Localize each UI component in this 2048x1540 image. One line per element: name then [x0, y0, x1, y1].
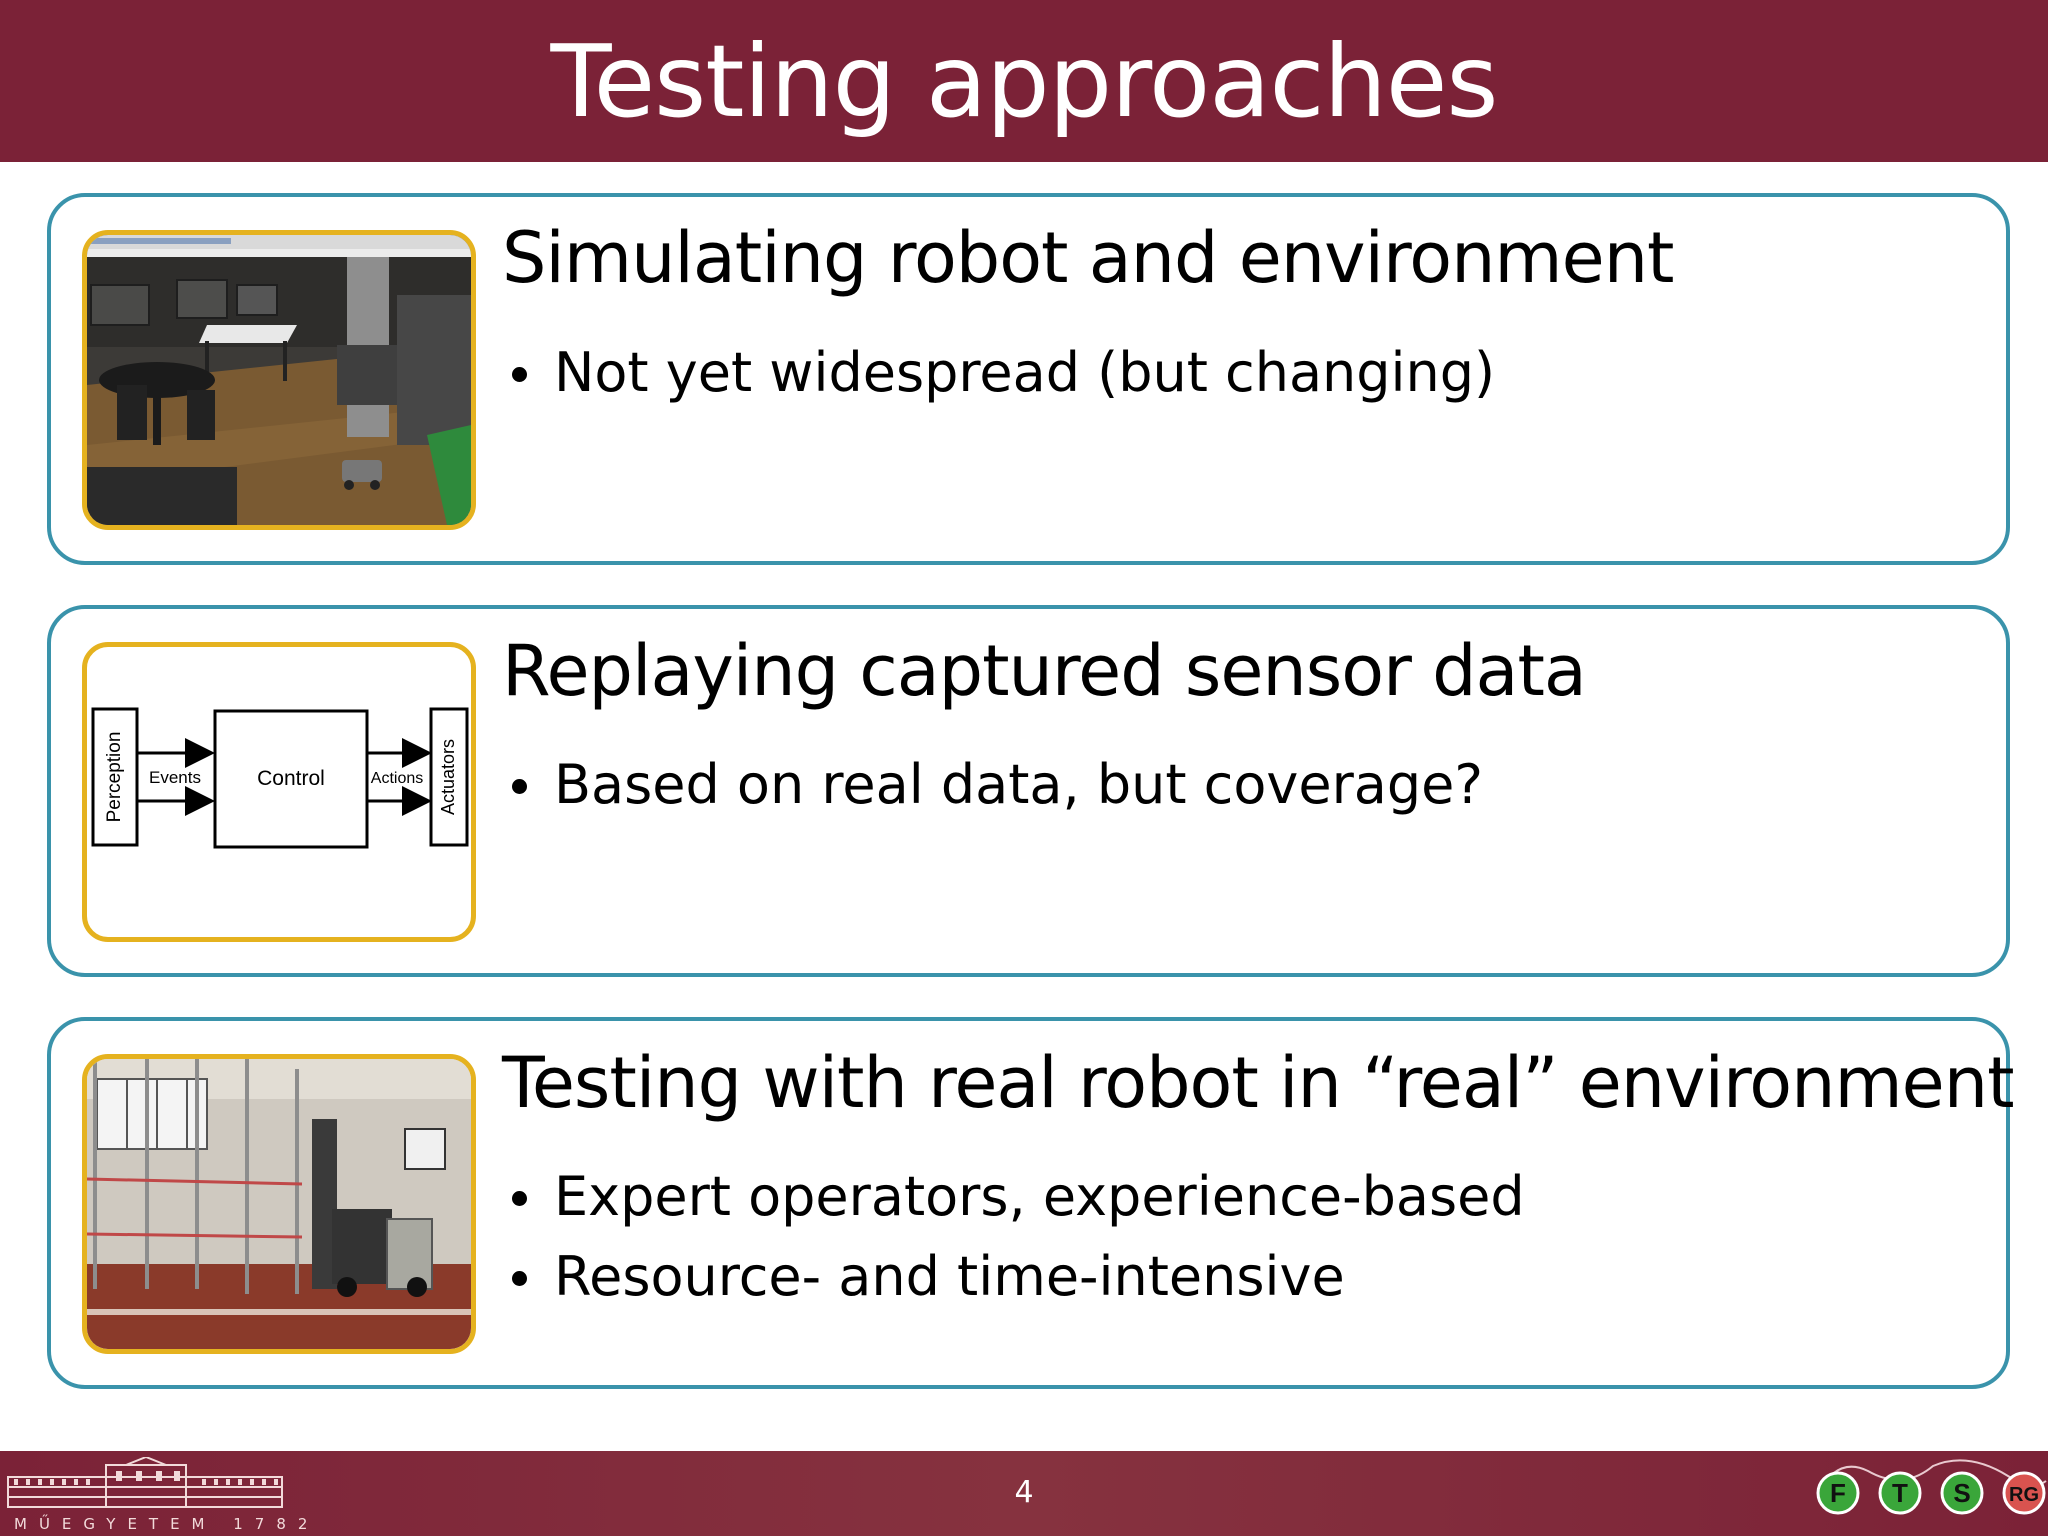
bullet-list: Not yet widespread (but changing)	[506, 333, 1495, 413]
logo-letter-s: S	[1953, 1478, 1970, 1508]
card-heading: Simulating robot and environment	[502, 217, 1675, 299]
simulated-environment-image	[87, 235, 471, 525]
bullet-list: Based on real data, but coverage?	[506, 745, 1483, 825]
perception-label: Perception	[104, 732, 125, 823]
actuators-label: Actuators	[438, 739, 458, 815]
diagram-image: Perception Events Control Actions Actuat…	[82, 642, 476, 942]
card-heading: Testing with real robot in “real” enviro…	[502, 1042, 2015, 1124]
simulation-image	[82, 230, 476, 530]
perception-box	[91, 707, 139, 847]
slide-title: Testing approaches	[550, 23, 1499, 140]
real-warehouse-photo	[87, 1059, 471, 1349]
logo-letter-f: F	[1830, 1478, 1846, 1508]
control-box	[213, 709, 369, 849]
ftsrg-logo-icon: F T S RG	[1816, 1459, 2047, 1515]
control-label: Control	[257, 767, 325, 790]
university-building-logo: MŰEGYETEM 1782	[6, 1455, 307, 1533]
logo-letter-t: T	[1892, 1478, 1908, 1508]
bullet-list: Expert operators, experience-based Resou…	[506, 1157, 1525, 1317]
ftsrg-logo: F T S RG	[1808, 1451, 2048, 1540]
logo-letter-rg: RG	[2009, 1484, 2039, 1506]
footer-bar: MŰEGYETEM 1782 4 F T S RG	[0, 1451, 2048, 1536]
building-icon	[7, 1455, 283, 1508]
events-label: Events	[149, 768, 201, 787]
warehouse-image	[82, 1054, 476, 1354]
university-name: MŰEGYETEM 1782	[14, 1515, 320, 1533]
bullet-item: Expert operators, experience-based	[506, 1157, 1525, 1237]
title-bar: Testing approaches	[0, 0, 2048, 162]
page-number: 4	[1014, 1475, 1034, 1510]
bullet-item: Resource- and time-intensive	[506, 1237, 1525, 1317]
card-heading: Replaying captured sensor data	[502, 630, 1587, 712]
actuators-box	[429, 707, 469, 847]
sensor-pipeline-diagram: Perception Events Control Actions Actuat…	[91, 707, 469, 849]
bullet-item: Based on real data, but coverage?	[506, 745, 1483, 825]
actions-label: Actions	[371, 770, 423, 787]
bullet-item: Not yet widespread (but changing)	[506, 333, 1495, 413]
